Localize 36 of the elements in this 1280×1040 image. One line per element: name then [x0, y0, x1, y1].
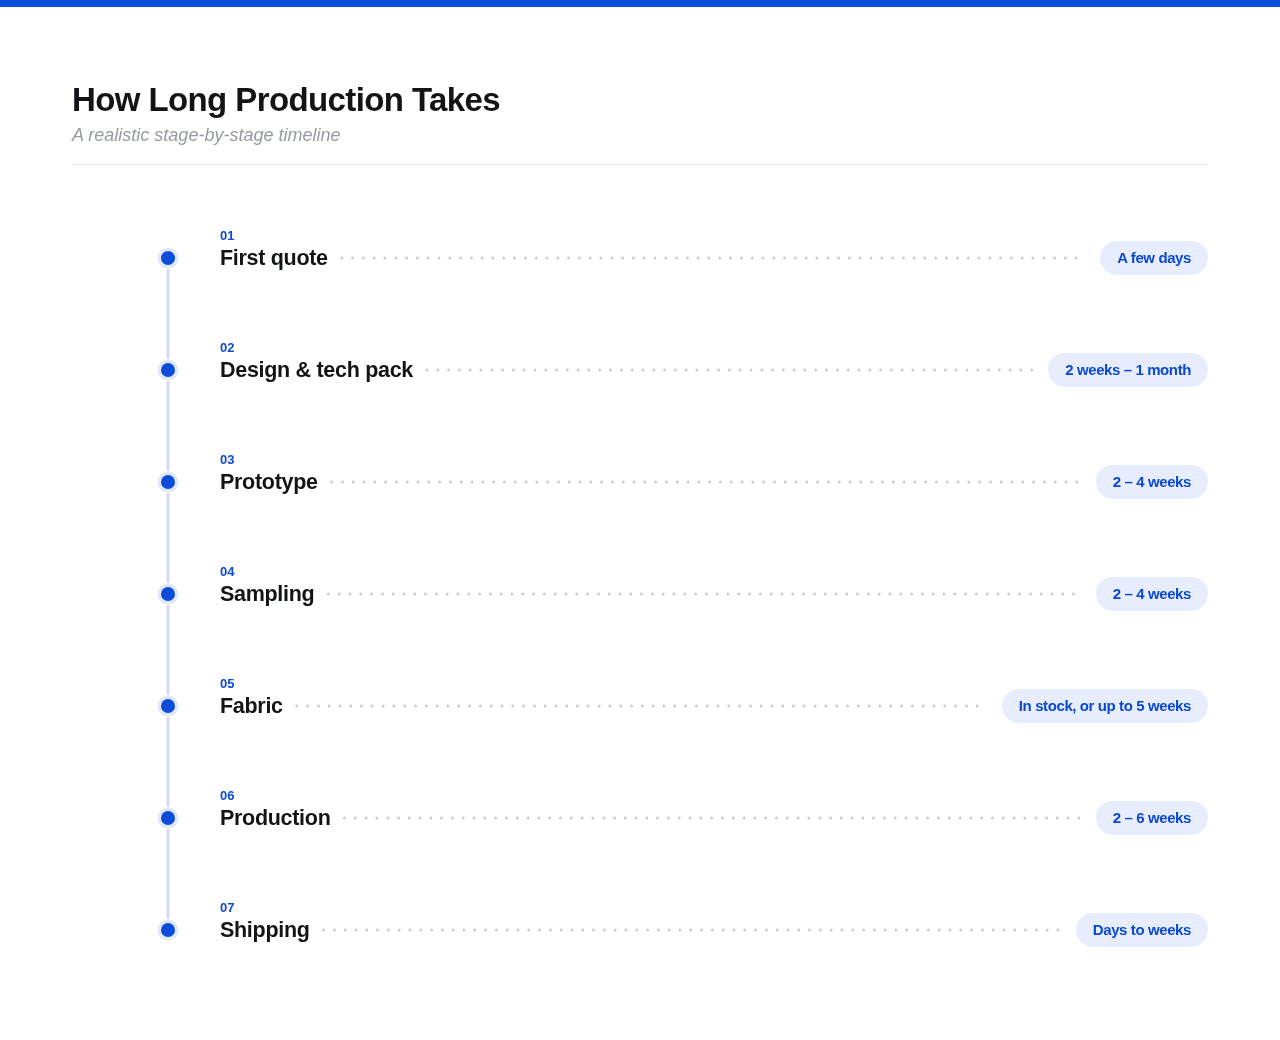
duration-pill: In stock, or up to 5 weeks	[1001, 689, 1208, 723]
step-title: Design & tech pack	[220, 357, 413, 383]
timeline-line	[166, 381, 170, 471]
timeline-line	[166, 829, 170, 919]
step-number: 03	[220, 453, 235, 467]
step-number: 06	[220, 789, 235, 803]
duration-pill: 2 – 4 weeks	[1095, 577, 1208, 611]
subtitle: A realistic stage-by-stage timeline	[72, 124, 341, 146]
timeline-line	[166, 605, 170, 695]
step-title: First quote	[220, 245, 328, 271]
timeline-dot	[157, 471, 179, 493]
timeline-line	[166, 493, 170, 583]
duration-pill: 2 weeks – 1 month	[1048, 353, 1208, 387]
timeline-line	[166, 717, 170, 807]
step-title: Prototype	[220, 469, 318, 495]
step-number: 05	[220, 677, 235, 691]
duration-pill: A few days	[1100, 241, 1208, 275]
step-number: 07	[220, 901, 235, 915]
timeline-dot	[157, 695, 179, 717]
step-number: 02	[220, 341, 235, 355]
duration-pill: Days to weeks	[1075, 913, 1208, 947]
step-number: 01	[220, 229, 235, 243]
timeline-dot	[157, 247, 179, 269]
step-title: Fabric	[220, 693, 283, 719]
timeline-dot	[157, 583, 179, 605]
step-title: Production	[220, 805, 331, 831]
step-title: Sampling	[220, 581, 315, 607]
timeline-dot	[157, 807, 179, 829]
diagram-title: How Long Production Takes	[72, 80, 501, 120]
duration-pill: 2 – 4 weeks	[1095, 465, 1208, 499]
timeline-line	[166, 269, 170, 359]
step-title: Shipping	[220, 917, 310, 943]
duration-pill: 2 – 6 weeks	[1095, 801, 1208, 835]
timeline-dot	[157, 919, 179, 941]
timeline-dot	[157, 359, 179, 381]
step-number: 04	[220, 565, 235, 579]
